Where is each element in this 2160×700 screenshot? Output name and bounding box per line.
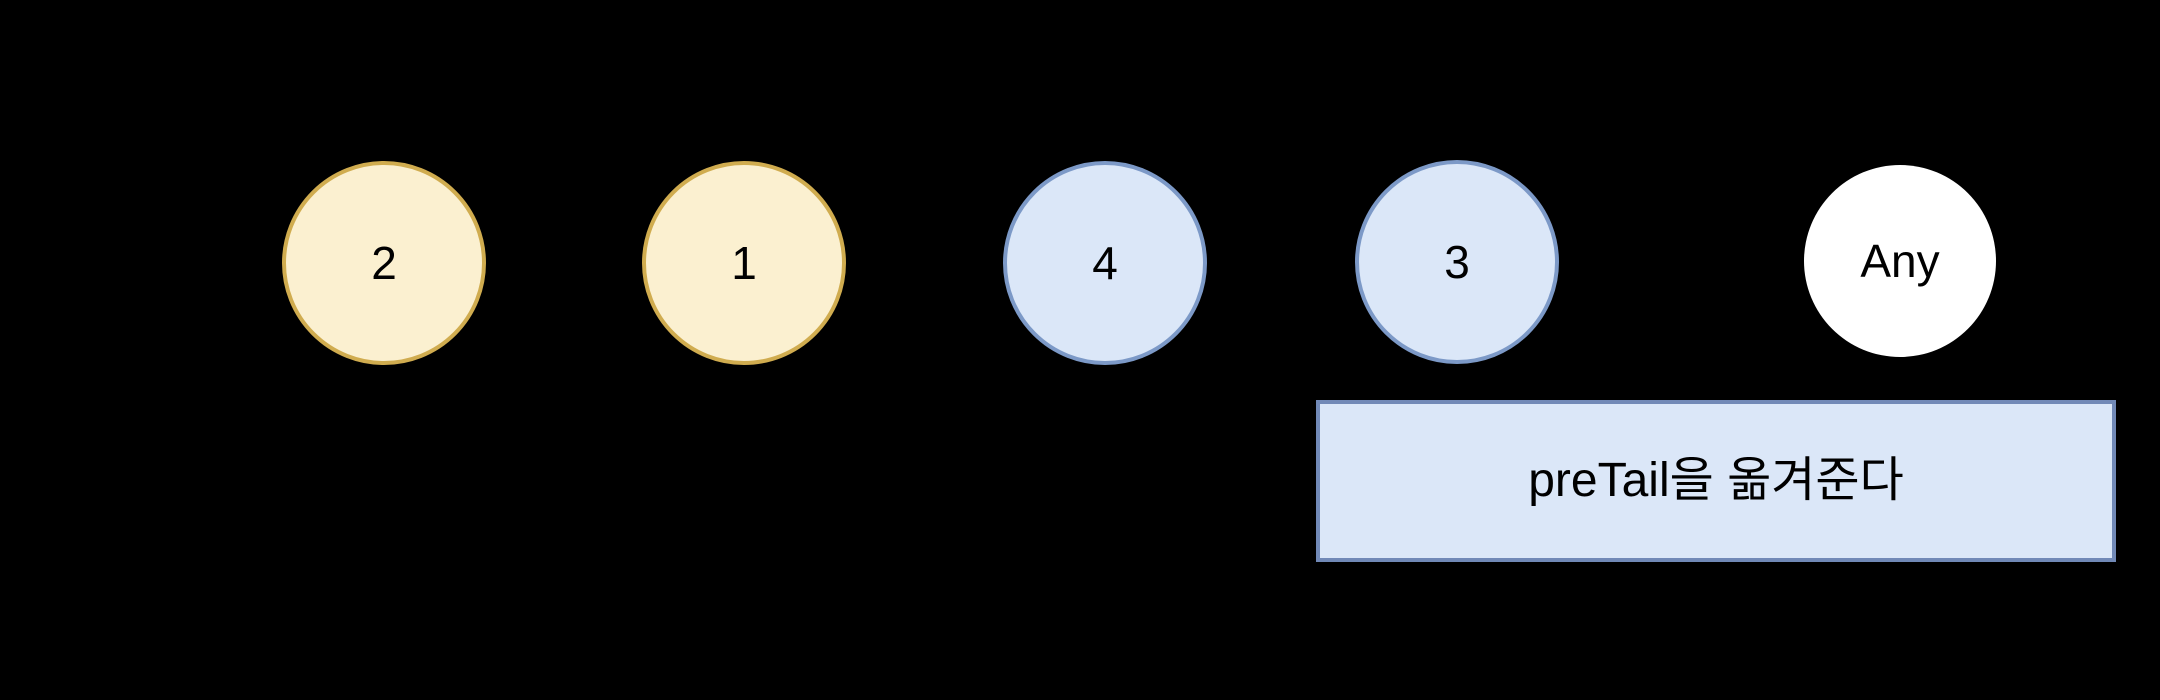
node-3-label: 3 — [1444, 236, 1470, 288]
pretail-callout-text: preTail을 옮겨준다 — [1528, 454, 1904, 508]
list-node-1: 1 — [642, 161, 846, 365]
pretail-callout-box: preTail을 옮겨준다 — [1316, 400, 2116, 562]
list-node-4: 4 — [1003, 161, 1207, 365]
node-1-label: 1 — [731, 237, 757, 289]
list-node-any: Any — [1804, 165, 1996, 357]
list-node-2: 2 — [282, 161, 486, 365]
node-any-label: Any — [1860, 235, 1940, 287]
list-node-3: 3 — [1355, 160, 1559, 364]
node-4-label: 4 — [1092, 237, 1118, 289]
node-2-label: 2 — [371, 237, 397, 289]
